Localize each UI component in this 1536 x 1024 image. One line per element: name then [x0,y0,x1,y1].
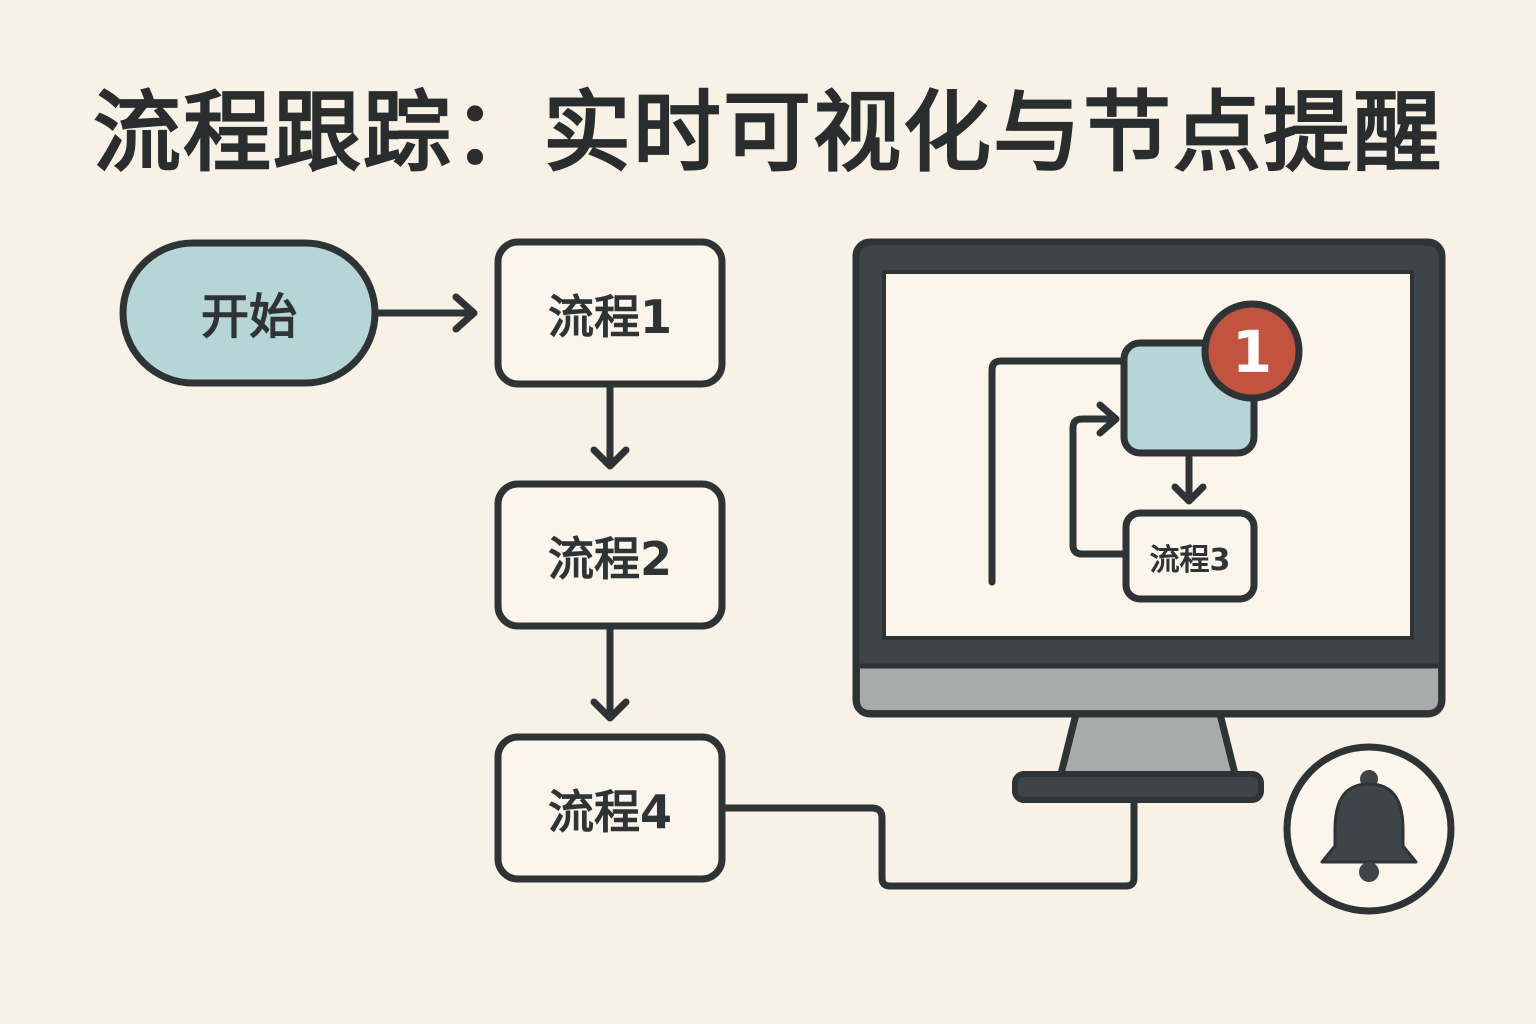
diagram-title: 流程跟踪：实时可视化与节点提醒 [92,81,1443,184]
arrow-step2-to-step4 [590,626,630,722]
step1-label: 流程1 [548,290,672,344]
step4-node: 流程4 [494,733,726,883]
step4-label: 流程4 [548,785,672,839]
bell-icon[interactable] [1283,743,1455,915]
screen-connector-outer [988,357,1128,586]
step2-node: 流程2 [494,480,726,630]
start-label: 开始 [201,289,297,345]
step2-label: 流程2 [548,532,672,586]
screen-connector-loop [1069,415,1130,558]
step1-node: 流程1 [494,238,726,388]
screen-step3-node [1122,509,1258,603]
screen-step3-label: 流程3 [1150,543,1231,578]
arrow-start-to-step1 [375,293,478,333]
notification-count: 1 [1232,318,1272,386]
notification-badge: 1 [1201,300,1303,402]
arrow-step1-to-step2 [590,384,630,470]
start-node: 开始 [119,239,379,387]
screen-flow: 流程3 1 [988,300,1303,603]
connector-step4-to-monitor [722,796,1138,890]
